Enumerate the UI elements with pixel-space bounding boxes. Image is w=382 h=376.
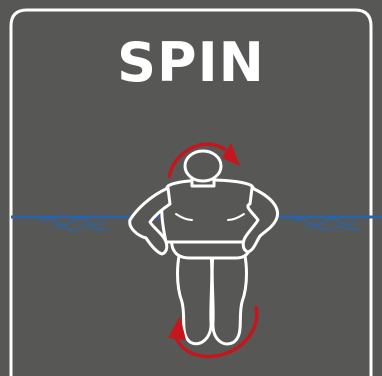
sign-title: SPIN [0,26,382,100]
